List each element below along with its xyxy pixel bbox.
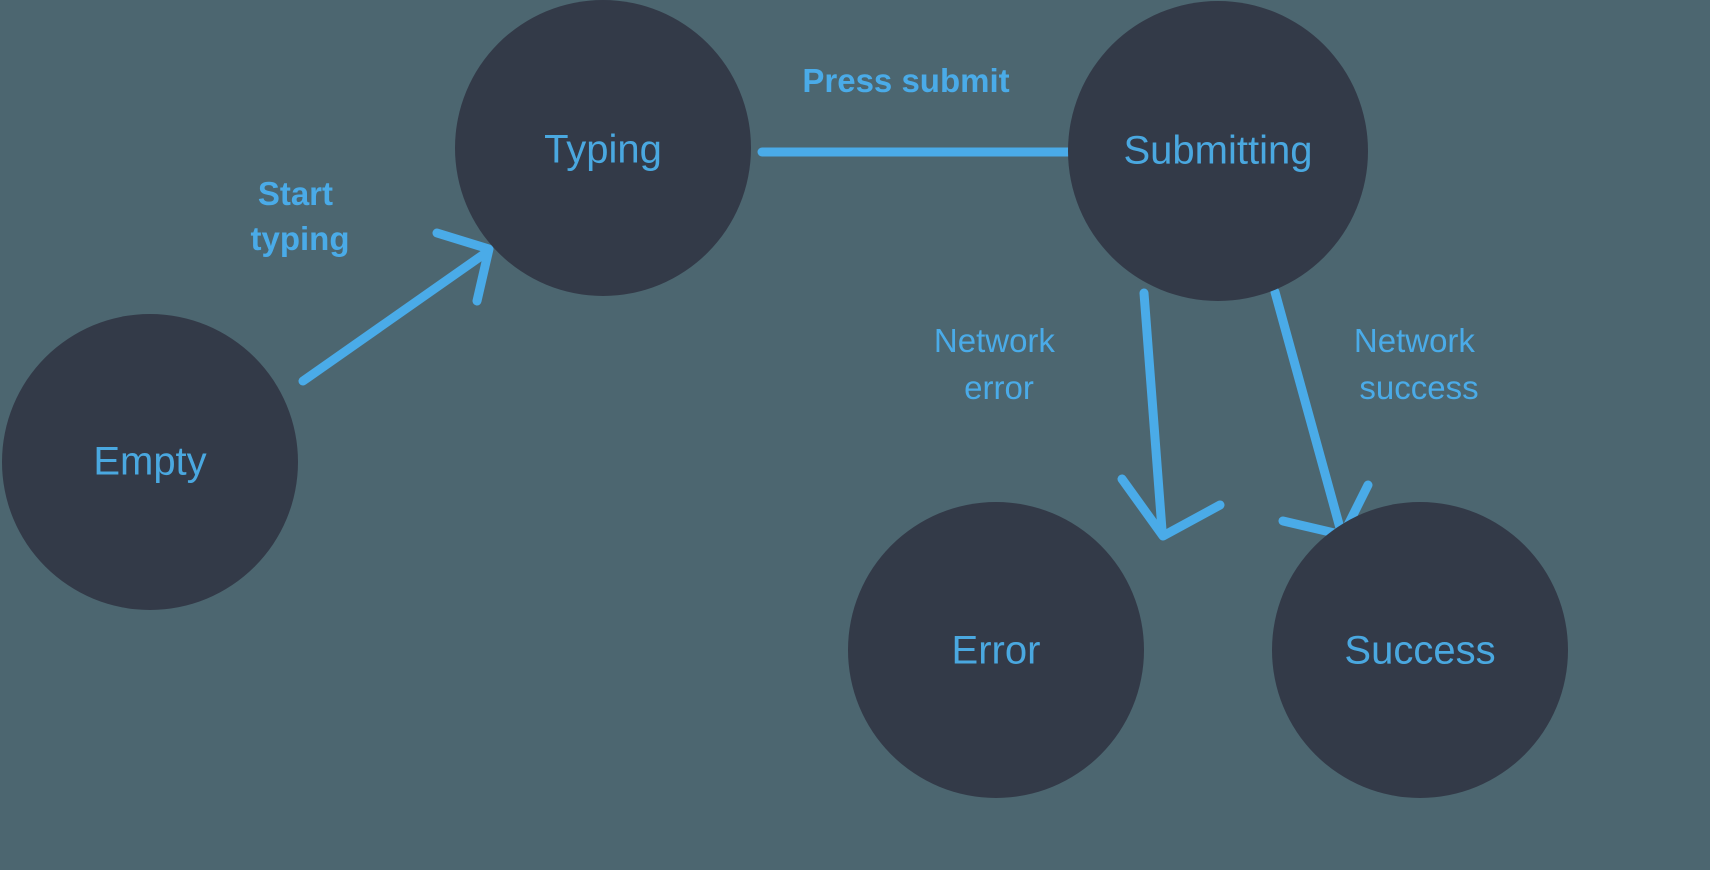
edge-label-line-1: Start xyxy=(258,175,333,212)
state-node-empty[interactable]: Empty xyxy=(2,314,298,610)
edge-line-submitting-to-error xyxy=(1139,288,1167,535)
edge-submitting-to-success[interactable]: Network success xyxy=(1270,287,1484,540)
state-label-empty: Empty xyxy=(93,440,206,484)
state-node-typing[interactable]: Typing xyxy=(455,0,751,296)
edge-submitting-to-error[interactable]: Network error xyxy=(934,288,1225,541)
nodes-group: Empty Typing Submitting Error Success xyxy=(2,0,1568,798)
edge-label-line-2: error xyxy=(964,369,1034,406)
edge-label-line-1: Network xyxy=(934,322,1056,359)
state-node-success[interactable]: Success xyxy=(1272,502,1568,798)
state-node-error[interactable]: Error xyxy=(848,502,1144,798)
state-label-typing: Typing xyxy=(544,128,662,172)
state-circle-error xyxy=(848,502,1144,798)
edge-line-submitting-to-success xyxy=(1270,287,1345,533)
edge-empty-to-typing[interactable]: Start typing xyxy=(251,175,494,386)
edge-line-empty-to-typing xyxy=(298,247,492,386)
edge-label-line-1: Network xyxy=(1354,322,1476,359)
state-label-success: Success xyxy=(1344,629,1495,673)
edge-label-network-error: Network error xyxy=(934,322,1064,406)
edges-group: Start typing Press submit Network error xyxy=(251,62,1484,541)
edge-label-press-submit: Press submit xyxy=(802,62,1009,99)
state-circle-typing xyxy=(455,0,751,296)
state-circle-success xyxy=(1272,502,1568,798)
edge-label-line-1: Press submit xyxy=(802,62,1009,99)
state-circle-submitting xyxy=(1068,1,1368,301)
edge-label-start-typing: Start typing xyxy=(251,175,350,257)
state-label-submitting: Submitting xyxy=(1124,129,1313,173)
arrowhead-empty-to-typing xyxy=(432,228,494,306)
edge-label-line-2: success xyxy=(1359,369,1478,406)
edge-label-network-success: Network success xyxy=(1354,322,1484,406)
state-label-error: Error xyxy=(952,629,1041,673)
state-circle-empty xyxy=(2,314,298,610)
state-node-submitting[interactable]: Submitting xyxy=(1068,1,1368,301)
edge-label-line-2: typing xyxy=(251,220,350,257)
arrowhead-submitting-to-error xyxy=(1117,474,1225,541)
